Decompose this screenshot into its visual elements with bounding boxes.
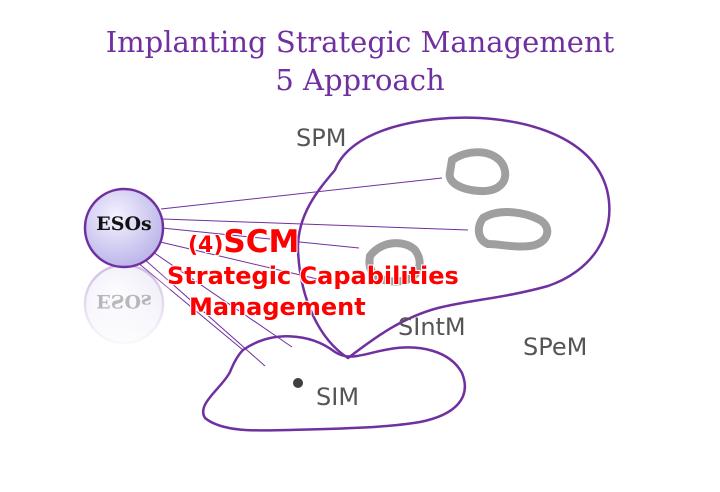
esos-node[interactable] <box>83 187 165 269</box>
connector-line <box>160 177 443 210</box>
connector-line <box>161 227 360 249</box>
highlight-prefix: (4) <box>188 233 224 258</box>
sim-label: SIM <box>316 383 360 411</box>
spm-label: SPM <box>296 124 347 152</box>
esos-reflection-label: ESOs <box>96 290 152 312</box>
connector-lines <box>136 177 469 367</box>
highlight-line-3: Management <box>189 293 366 321</box>
capability-blob-3 <box>365 239 424 286</box>
connector-line <box>155 240 331 283</box>
sim-dot <box>293 378 303 388</box>
highlight-code: SCM <box>223 224 300 260</box>
title-line-1: Implanting Strategic Management <box>105 25 615 59</box>
connector-line <box>162 218 469 231</box>
spm-region <box>296 116 611 360</box>
connector-line <box>149 249 293 348</box>
highlight-heading: (4)SCM <box>188 224 299 260</box>
esos-node-label: ESOs <box>96 213 152 235</box>
title-line-2: 5 Approach <box>275 63 445 97</box>
sim-region <box>201 335 467 432</box>
capability-blob-2 <box>474 208 552 251</box>
sintm-label: SIntM <box>398 313 466 341</box>
reflection-fade <box>80 262 170 352</box>
spem-label: SPeM <box>523 333 588 361</box>
capability-blob-1 <box>445 148 510 196</box>
highlight-line-2: Strategic Capabilities <box>167 262 459 290</box>
